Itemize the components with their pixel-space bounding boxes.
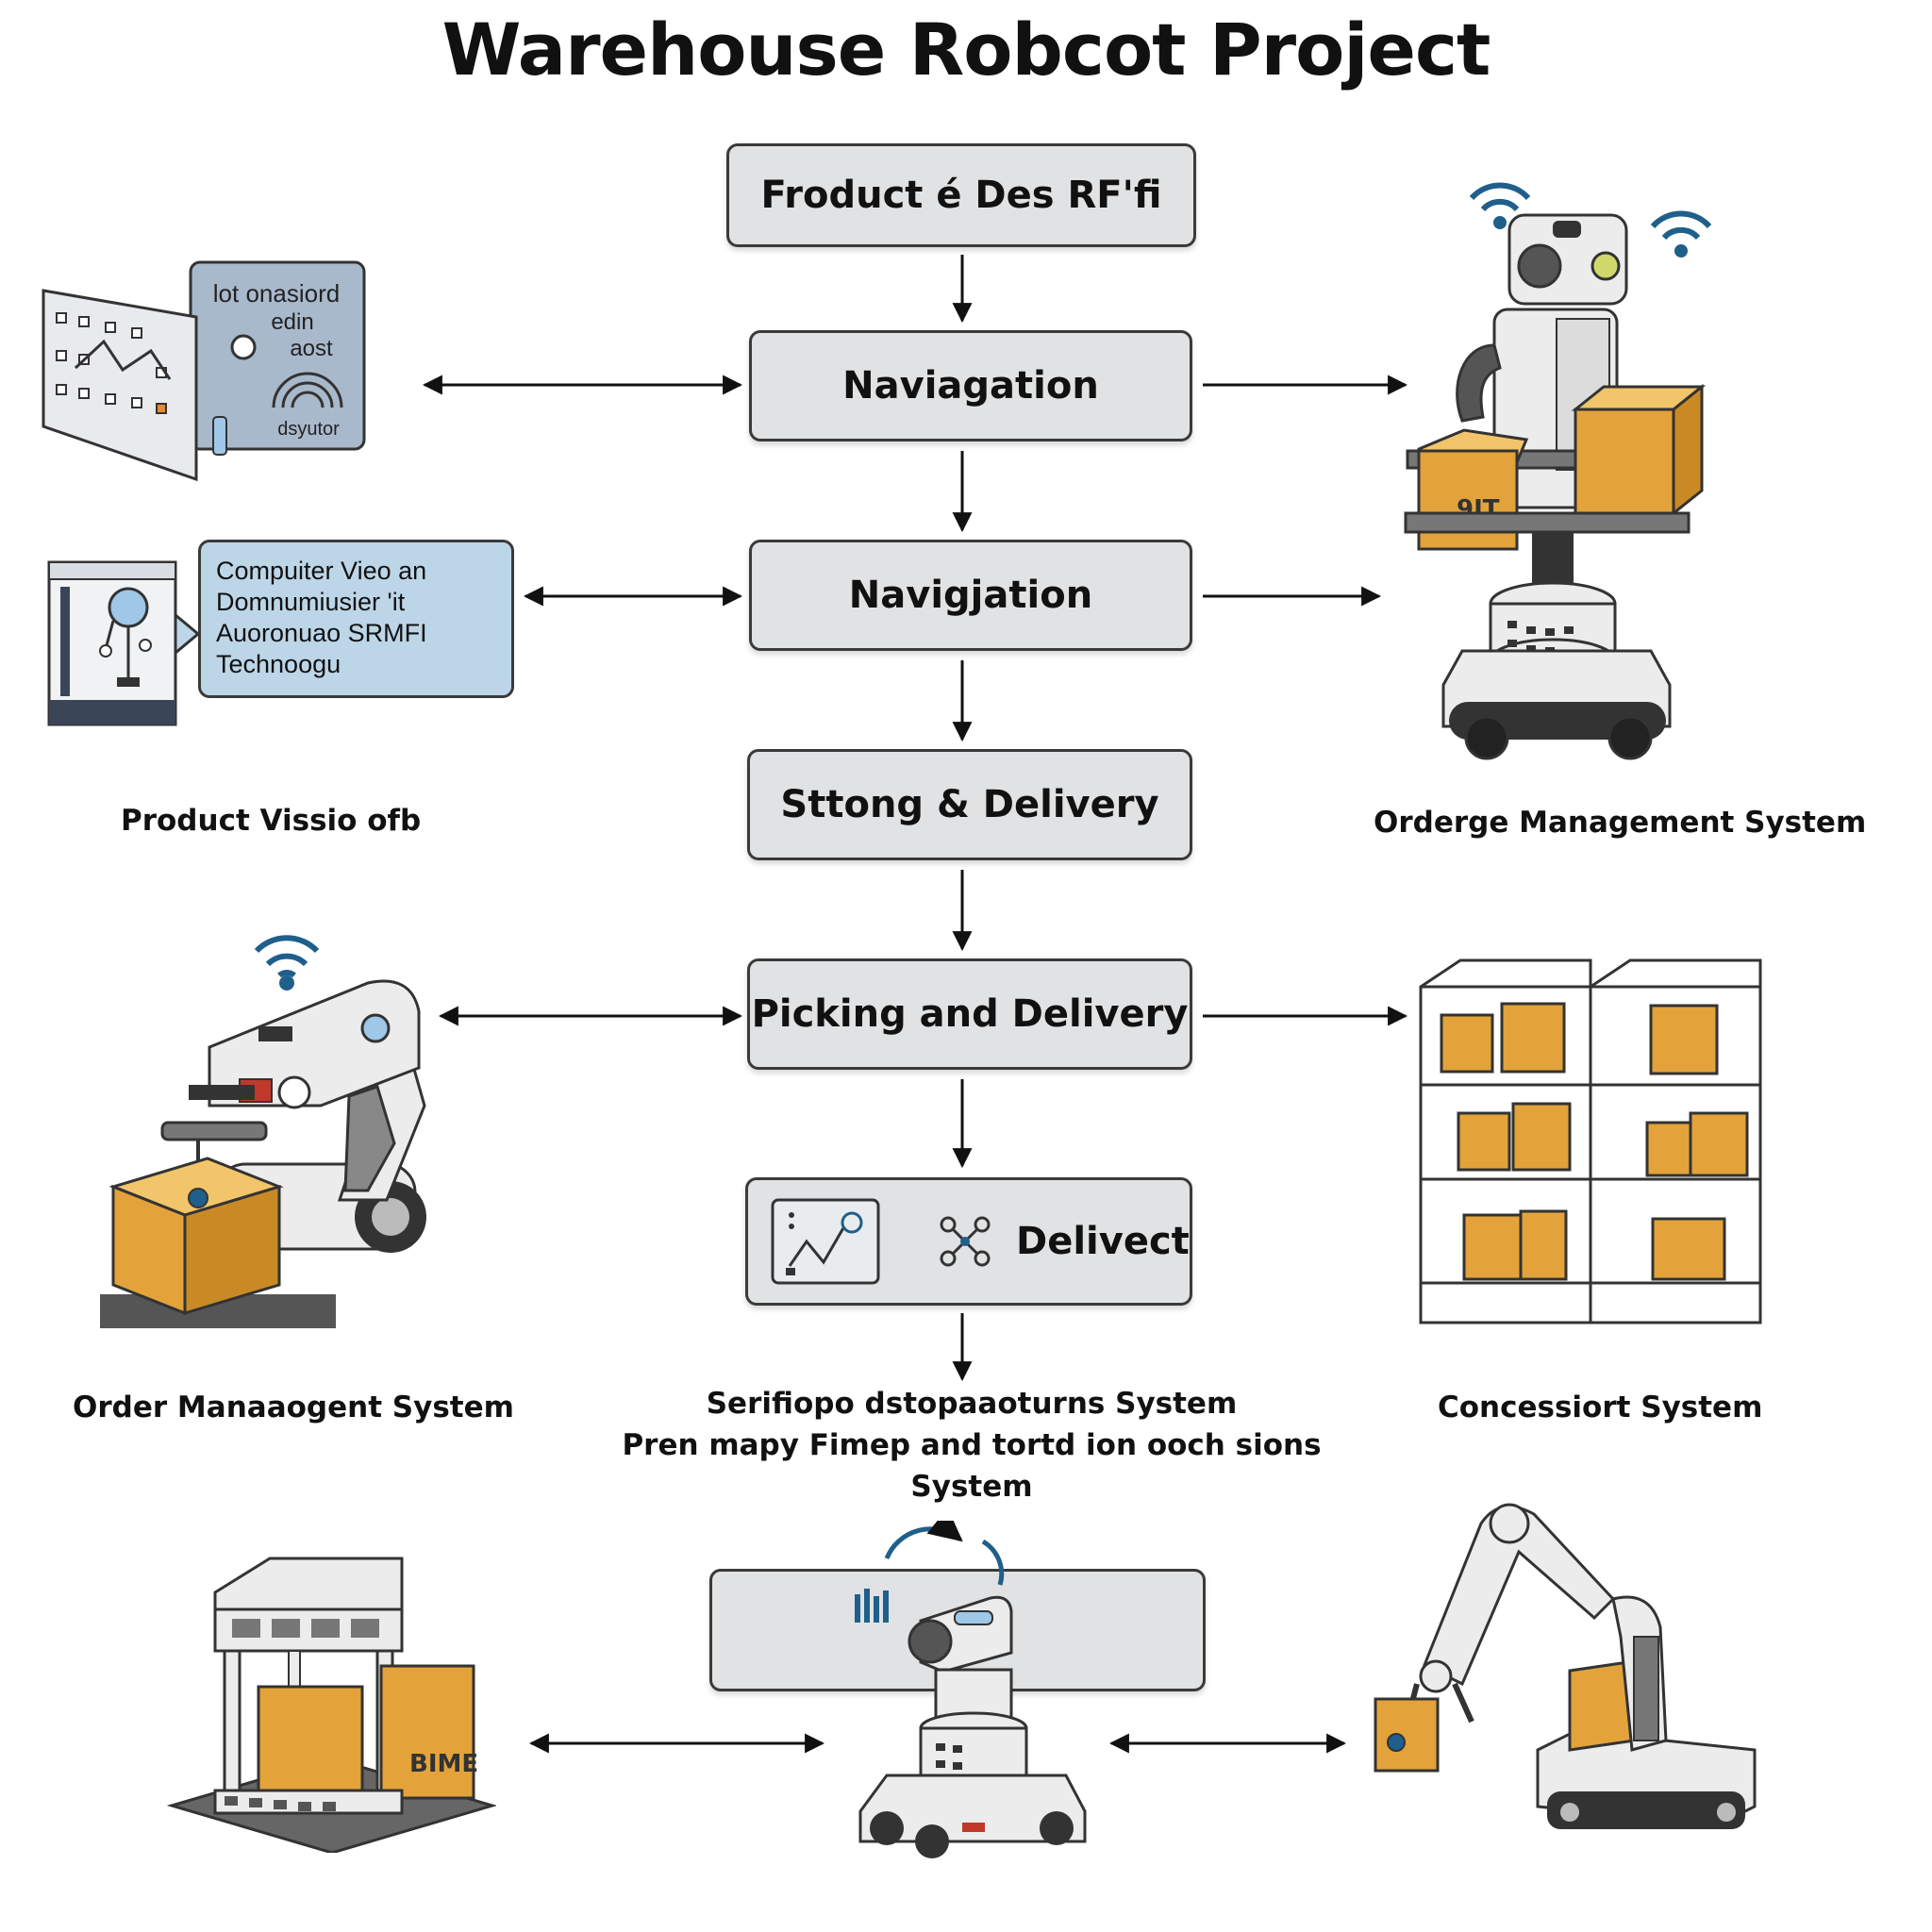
bubble-line-2: Domnumiusier 'it [216,588,406,616]
picking-robot-illustration [100,935,426,1328]
dashboard-text-line-4: dsyutor [277,419,340,440]
network-icon [940,1216,991,1267]
dashboard-text-line-2: edin [271,309,314,335]
center-caption: Serifiopo dstopaaoturns System Pren mapy… [613,1383,1330,1507]
humanoid-robot-illustration: 9IT [1404,182,1712,760]
page-title: Warehouse Robcot Project [441,8,1491,92]
dashboard-panels-illustration [42,260,366,482]
dashboard-text-line-1: lot onasiord [212,279,341,308]
flow-box-navigation-2: Navigjation [749,540,1192,651]
mobile-robot-illustration [855,1521,1087,1858]
label-product-vision: Product Vissio ofb [121,804,422,838]
vision-speech-bubble: Compuiter Vieo an Domnumiusier 'it Auoro… [198,540,514,698]
warehouse-crate-text: BIME [409,1750,478,1778]
flow-box-storing-delivery: Sttong & Delivery [747,749,1192,860]
label-concession-system: Concessiort System [1438,1391,1763,1424]
label-order-management-left: Order Manaaogent System [73,1391,514,1424]
vision-screen-illustration [47,560,201,726]
flow-box-delivect: Delivect [745,1177,1192,1306]
center-caption-line-1: Serifiopo dstopaaoturns System [706,1387,1238,1421]
dashboard-text-line-3: aost [290,336,333,361]
chart-panel-icon [771,1198,880,1285]
center-caption-line-2: Pren mapy Fimep and tortd ion ooch sions [622,1428,1322,1462]
flow-box-navigation-1: Naviagation [749,330,1192,441]
warehouse-station-illustration: BIME [166,1557,496,1853]
bubble-line-4: Technoogu [216,650,341,678]
flow-box-rfid: Froduct é Des RF'fi [726,143,1196,247]
center-caption-line-3: System [910,1470,1033,1504]
label-order-management-right: Orderge Management System [1374,806,1867,840]
flow-box-picking-delivery: Picking and Delivery [747,958,1192,1070]
delivect-label: Delivect [1016,1220,1190,1263]
shelving-unit-illustration [1419,958,1762,1324]
bubble-line-1: Compuiter Vieo an [216,557,427,585]
bubble-line-3: Auoronuao SRMFI [216,619,427,647]
robotic-arm-illustration [1374,1503,1757,1829]
